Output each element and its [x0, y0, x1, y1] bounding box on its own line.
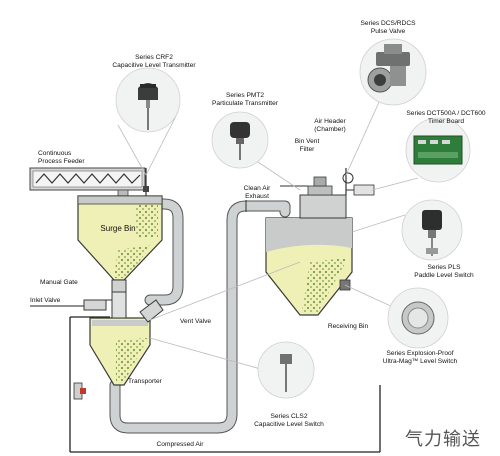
callout-lines — [117, 99, 419, 371]
label-vent-valve: Vent Valve — [180, 318, 212, 325]
conveying-pipe — [109, 198, 291, 434]
continuous-process-feeder — [29, 167, 146, 197]
pulse-valve-icon — [367, 44, 410, 93]
label-inlet-valve: Inlet Valve — [30, 297, 61, 304]
label-air-header: Air Header (Chamber) — [314, 118, 346, 133]
label-bin-vent: Bin Vent Filter — [294, 138, 320, 153]
receiving-bin — [245, 168, 375, 316]
label-crf2: Series CRF2 Capacitive Level Transmitter — [112, 54, 196, 69]
pressure-gauge-icon — [342, 172, 354, 184]
bin-vent-filter — [299, 194, 347, 219]
label-manual-gate: Manual Gate — [40, 279, 78, 286]
paddle-switch-icon — [422, 210, 442, 256]
timer-board-icon — [413, 135, 463, 165]
label-continuous-feeder: Continuous Process Feeder — [38, 150, 85, 165]
pmt2-transmitter-icon — [230, 122, 250, 160]
label-dcs-rdcs: Series DCS/RDCS Pulse Valve — [360, 20, 416, 35]
vent-valve-body — [139, 299, 164, 323]
label-transporter: Transporter — [128, 378, 162, 385]
label-pmt2: Series PMT2 Particulate Transmitter — [212, 92, 278, 107]
label-clean-air: Clean Air Exhaust — [243, 185, 271, 200]
ultra-mag-switch-icon — [401, 301, 435, 335]
label-receiving-bin: Receiving Bin — [327, 323, 369, 330]
label-surge-bin: Surge Bin — [100, 224, 136, 233]
inlet-valve-body — [83, 299, 107, 311]
cls2-switch-icon — [280, 354, 292, 392]
label-explosion-proof: Series Explosion-Proof Ultra-Mag™ Level … — [382, 350, 458, 365]
label-cls2: Series CLS2 Capacitive Level Switch — [254, 413, 324, 428]
transporter — [83, 291, 164, 386]
label-dct: Series DCT500A / DCT600 Timer Board — [406, 110, 486, 125]
crf2-transmitter-icon — [138, 83, 158, 130]
label-compressed-air: Compressed Air — [156, 441, 204, 448]
regulator-knob-icon — [80, 388, 86, 394]
surge-bin — [77, 168, 163, 293]
watermark-text: 气力输送 — [405, 429, 481, 449]
compressed-air-line — [30, 305, 381, 453]
label-pls: Series PLS Paddle Level Switch — [414, 264, 474, 279]
